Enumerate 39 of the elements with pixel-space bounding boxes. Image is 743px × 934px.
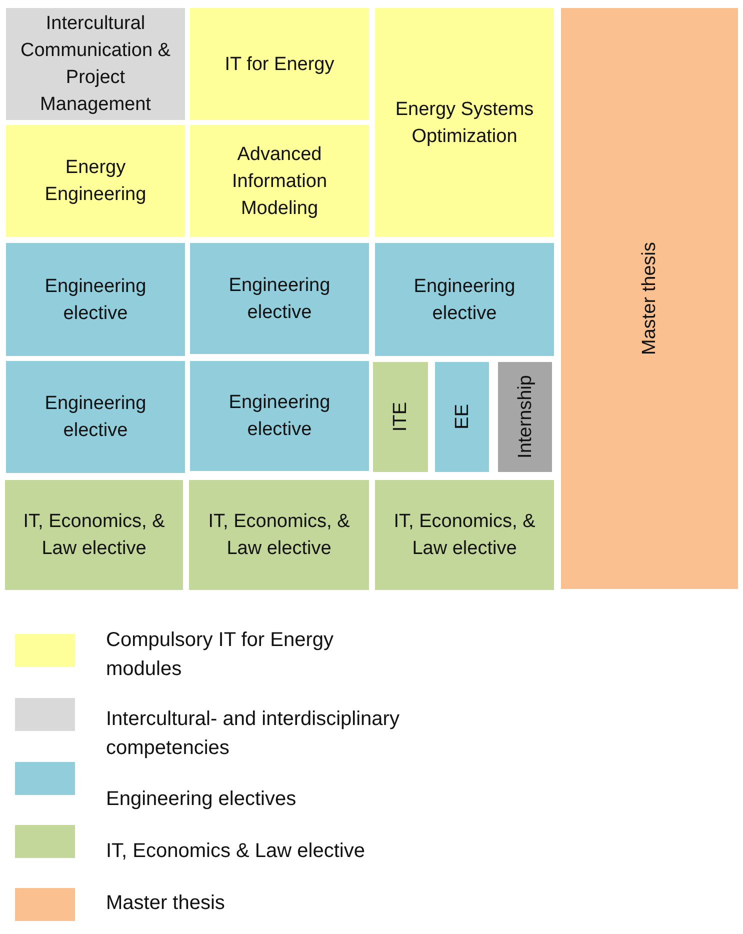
module-block	[6, 243, 185, 356]
module-block	[190, 361, 369, 471]
module-title: ITE	[389, 402, 412, 432]
module-title: Engineering elective	[228, 274, 332, 324]
legend-label: IT, Economics & Law elective	[106, 839, 366, 864]
module-block	[6, 8, 185, 120]
module-title: Engineering elective	[44, 274, 148, 326]
module-title: Internship	[514, 375, 536, 459]
module-block	[5, 480, 183, 590]
module-block	[190, 8, 369, 120]
module-title: Engineering elective	[44, 392, 148, 443]
module-block	[375, 243, 554, 356]
module-block	[375, 8, 554, 237]
legend-label: Intercultural- and interdisciplinary competencies	[106, 707, 400, 761]
module-block	[435, 362, 489, 472]
module-title: Engineering elective	[412, 274, 516, 326]
module-block	[373, 362, 428, 472]
module-title: IT, Economics, & Law elective	[207, 510, 351, 561]
module-block	[375, 480, 554, 590]
module-title: IT for Energy	[224, 52, 334, 76]
legend-label: Master thesis	[106, 891, 226, 916]
module-title: Master thesis	[638, 242, 661, 355]
module-title: Energy Engineering	[44, 156, 148, 207]
module-block	[190, 243, 369, 354]
module-block	[190, 125, 369, 237]
internship-block	[498, 362, 552, 472]
module-block	[6, 361, 185, 473]
module-title: Engineering elective	[228, 391, 332, 442]
module-title: IT, Economics, & Law elective	[392, 510, 536, 561]
module-title: EE	[450, 404, 474, 430]
module-title: Advanced Information Modeling	[230, 142, 328, 220]
legend-label: Compulsory IT for Energy modules	[106, 628, 334, 682]
module-block	[189, 480, 369, 590]
module-title: Intercultural Communication & Project Management	[20, 12, 172, 117]
module-block	[6, 125, 185, 237]
module-title: Energy Systems Optimization	[394, 98, 535, 148]
legend-label: Engineering electives	[106, 787, 298, 812]
module-title: IT, Economics, & Law elective	[22, 510, 166, 561]
thesis-block	[561, 8, 738, 589]
